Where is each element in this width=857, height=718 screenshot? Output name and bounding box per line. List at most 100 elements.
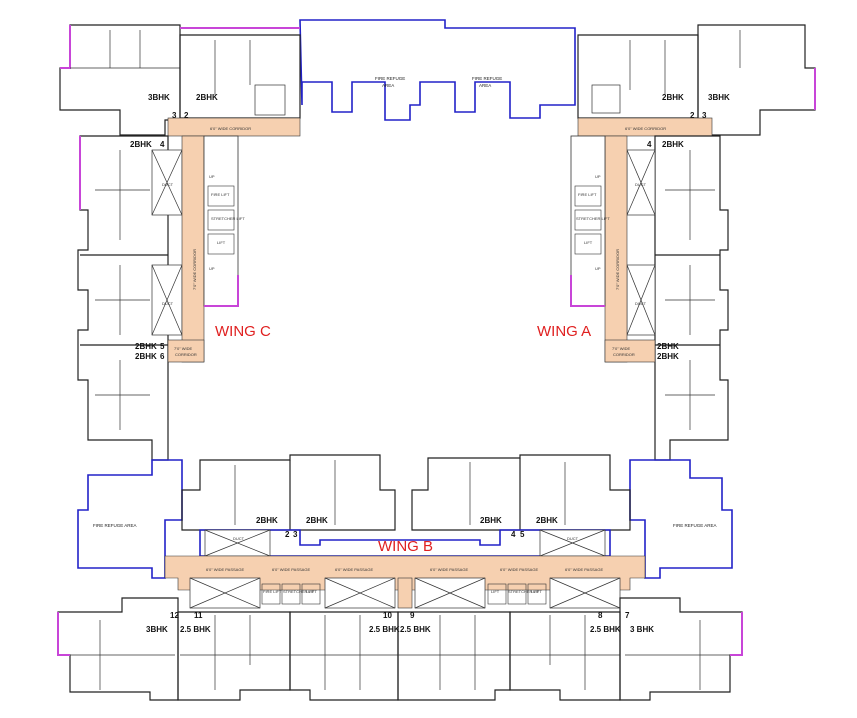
fire-refuge-label-top-left: FIRE REFUGE — [375, 76, 405, 81]
stretcher-lift-label-a: STRETCHER LIFT — [576, 216, 610, 221]
passage-label-4: 6'0" WIDE PASSAGE — [430, 567, 468, 572]
up-label-c-1: UP — [209, 174, 215, 179]
up-label-a-2: UP — [595, 266, 601, 271]
duct-label-c-1: DUCT — [162, 182, 174, 187]
wing-c-label: WING C — [215, 323, 271, 340]
unit-number-c-mid: 5 — [160, 342, 165, 351]
unit-number-bc-olive2: 9 — [410, 611, 415, 620]
up-label-c-2: UP — [209, 266, 215, 271]
wing-a-label: WING A — [537, 323, 591, 340]
unit-number-c-bot: 6 — [160, 352, 165, 361]
unit-bc-olive1: 2.5 BHK 10 — [289, 611, 400, 701]
unit-br-orange: 2.5 BHK 8 — [509, 611, 621, 701]
lift-label-a: LIFT — [584, 240, 593, 245]
corridor-top-right: 6'0" WIDE CORRIDOR — [577, 117, 713, 137]
unit-type-tr-brown: 3BHK — [708, 93, 730, 102]
fire-refuge-label-left: FIRE REFUGE AREA — [93, 523, 137, 528]
unit-number-b-4: 4 — [511, 530, 516, 539]
duct-label-a-1: DUCT — [635, 182, 647, 187]
passage-label-5: 6'0" WIDE PASSAGE — [500, 567, 538, 572]
unit-type-a-mid: 2BHK — [657, 342, 679, 351]
wing-b-label: WING B — [378, 538, 433, 555]
unit-type-b-blue4: 2BHK — [480, 516, 502, 525]
stretcher-lift-label-b-left: STRETCHER LIFT — [283, 589, 317, 594]
fire-lift-label-c: FIRE LIFT — [211, 192, 230, 197]
corridor-label-top-right: 6'0" WIDE CORRIDOR — [625, 126, 666, 131]
corridor-label-c: 7'0" WIDE CORRIDOR — [192, 249, 197, 290]
unit-type-tl-tan: 3BHK — [148, 93, 170, 102]
fire-refuge-label-top-left-2: AREA — [382, 83, 394, 88]
unit-type-bl-lav: 3BHK — [146, 625, 168, 634]
unit-type-br-orange: 2.5 BHK — [590, 625, 621, 634]
duct-label-c-2: DUCT — [162, 301, 174, 306]
stretcher-lift-label-c: STRETCHER LIFT — [211, 216, 245, 221]
fire-refuge-label-top-right: FIRE REFUGE — [472, 76, 502, 81]
lift-label-b-left: LIFT — [306, 589, 315, 594]
unit-bl-orange: 2.5 BHK 11 — [177, 611, 291, 701]
unit-type-c-bot: 2BHK — [135, 352, 157, 361]
unit-number-a-top: 4 — [647, 140, 652, 149]
unit-number-br-orange: 8 — [598, 611, 603, 620]
unit-number-b-2: 2 — [285, 530, 290, 539]
unit-type-b-blue5: 2BHK — [536, 516, 558, 525]
fire-refuge-label-right: FIRE REFUGE AREA — [673, 523, 717, 528]
fire-lift-label-b-left: FIRE LIFT — [263, 589, 282, 594]
unit-type-a-top: 2BHK — [662, 140, 684, 149]
unit-type-br-maroon: 3 BHK — [630, 625, 654, 634]
wing-b-passage: 6'0" WIDE PASSAGE 6'0" WIDE PASSAGE 6'0"… — [164, 555, 646, 609]
wing-a-units: 4 2BHK 5 2BHK 6 2BHK — [647, 135, 729, 461]
unit-type-tr-magenta: 2BHK — [662, 93, 684, 102]
top-fire-refuge-block: FIRE REFUGE AREA FIRE REFUGE AREA — [299, 19, 576, 121]
unit-number-b-3: 3 — [293, 530, 298, 539]
duct-label-a-2: DUCT — [635, 301, 647, 306]
unit-tl-tan: 3BHK 3 — [59, 24, 181, 136]
unit-number-c-top: 4 — [160, 140, 165, 149]
wing-a-core: DUCT DUCT — [626, 149, 656, 336]
unit-type-c-mid: 2BHK — [135, 342, 157, 351]
wing-c-lift-core: FIRE LIFT STRETCHER LIFT LIFT UP UP — [203, 135, 245, 307]
unit-tr-brown: 3BHK 3 — [697, 24, 816, 136]
unit-type-bc-olive2: 2.5 BHK — [400, 625, 431, 634]
wing-b-lift-strip: FIRE LIFT STRETCHER LIFT LIFT LIFT STRET… — [189, 577, 621, 609]
unit-type-tl-magenta: 2BHK — [196, 93, 218, 102]
unit-type-c-top: 2BHK — [130, 140, 152, 149]
right-fire-refuge-area: FIRE REFUGE AREA — [629, 459, 733, 579]
unit-number-br-maroon: 7 — [625, 611, 630, 620]
unit-bc-olive2: 2.5 BHK 9 — [397, 611, 511, 701]
corridor-corner-a-2: CORRIDOR — [613, 352, 635, 357]
unit-number-bc-olive1: 10 — [383, 611, 392, 620]
lift-label-b-right: LIFT — [491, 589, 500, 594]
passage-label-1: 6'0" WIDE PASSAGE — [206, 567, 244, 572]
unit-tr-magenta: 2BHK 2 — [577, 34, 699, 120]
duct-label-b-1: DUCT — [233, 536, 245, 541]
corridor-corner-a-1: 7'0" WIDE — [612, 346, 631, 351]
passage-label-2: 6'0" WIDE PASSAGE — [272, 567, 310, 572]
unit-br-maroon: 3 BHK 7 — [619, 597, 743, 701]
wing-a-lift-core: FIRE LIFT STRETCHER LIFT LIFT UP UP — [570, 135, 610, 307]
passage-label-6: 6'0" WIDE PASSAGE — [565, 567, 603, 572]
corridor-corner-c-2: CORRIDOR — [175, 352, 197, 357]
fire-lift-label-a: FIRE LIFT — [578, 192, 597, 197]
unit-type-b-blue1: 2BHK — [256, 516, 278, 525]
unit-number-tr-brown: 3 — [702, 111, 707, 120]
unit-number-bl-lav: 12 — [170, 611, 179, 620]
unit-number-tl-tan: 3 — [172, 111, 177, 120]
passage-label-3: 6'0" WIDE PASSAGE — [335, 567, 373, 572]
corridor-corner-c-1: 7'0" WIDE — [174, 346, 193, 351]
stretcher-lift-label-b-right: STRETCHER LIFT — [508, 589, 542, 594]
up-label-a-1: UP — [595, 174, 601, 179]
unit-tl-magenta: 2BHK 2 — [179, 27, 301, 120]
unit-number-bl-orange: 11 — [194, 611, 203, 620]
unit-number-b-5: 5 — [520, 530, 525, 539]
unit-number-tr-magenta: 2 — [690, 111, 695, 120]
duct-label-b-2: DUCT — [567, 536, 579, 541]
corridor-top-left: 6'0" WIDE CORRIDOR — [167, 117, 301, 137]
fire-refuge-label-top-right-2: AREA — [479, 83, 491, 88]
wing-c-core: DUCT DUCT — [151, 149, 183, 336]
unit-type-a-bot: 2BHK — [657, 352, 679, 361]
unit-type-bl-orange: 2.5 BHK — [180, 625, 211, 634]
lift-label-c: LIFT — [217, 240, 226, 245]
unit-number-tl-magenta: 2 — [184, 111, 189, 120]
unit-type-b-blue2: 2BHK — [306, 516, 328, 525]
